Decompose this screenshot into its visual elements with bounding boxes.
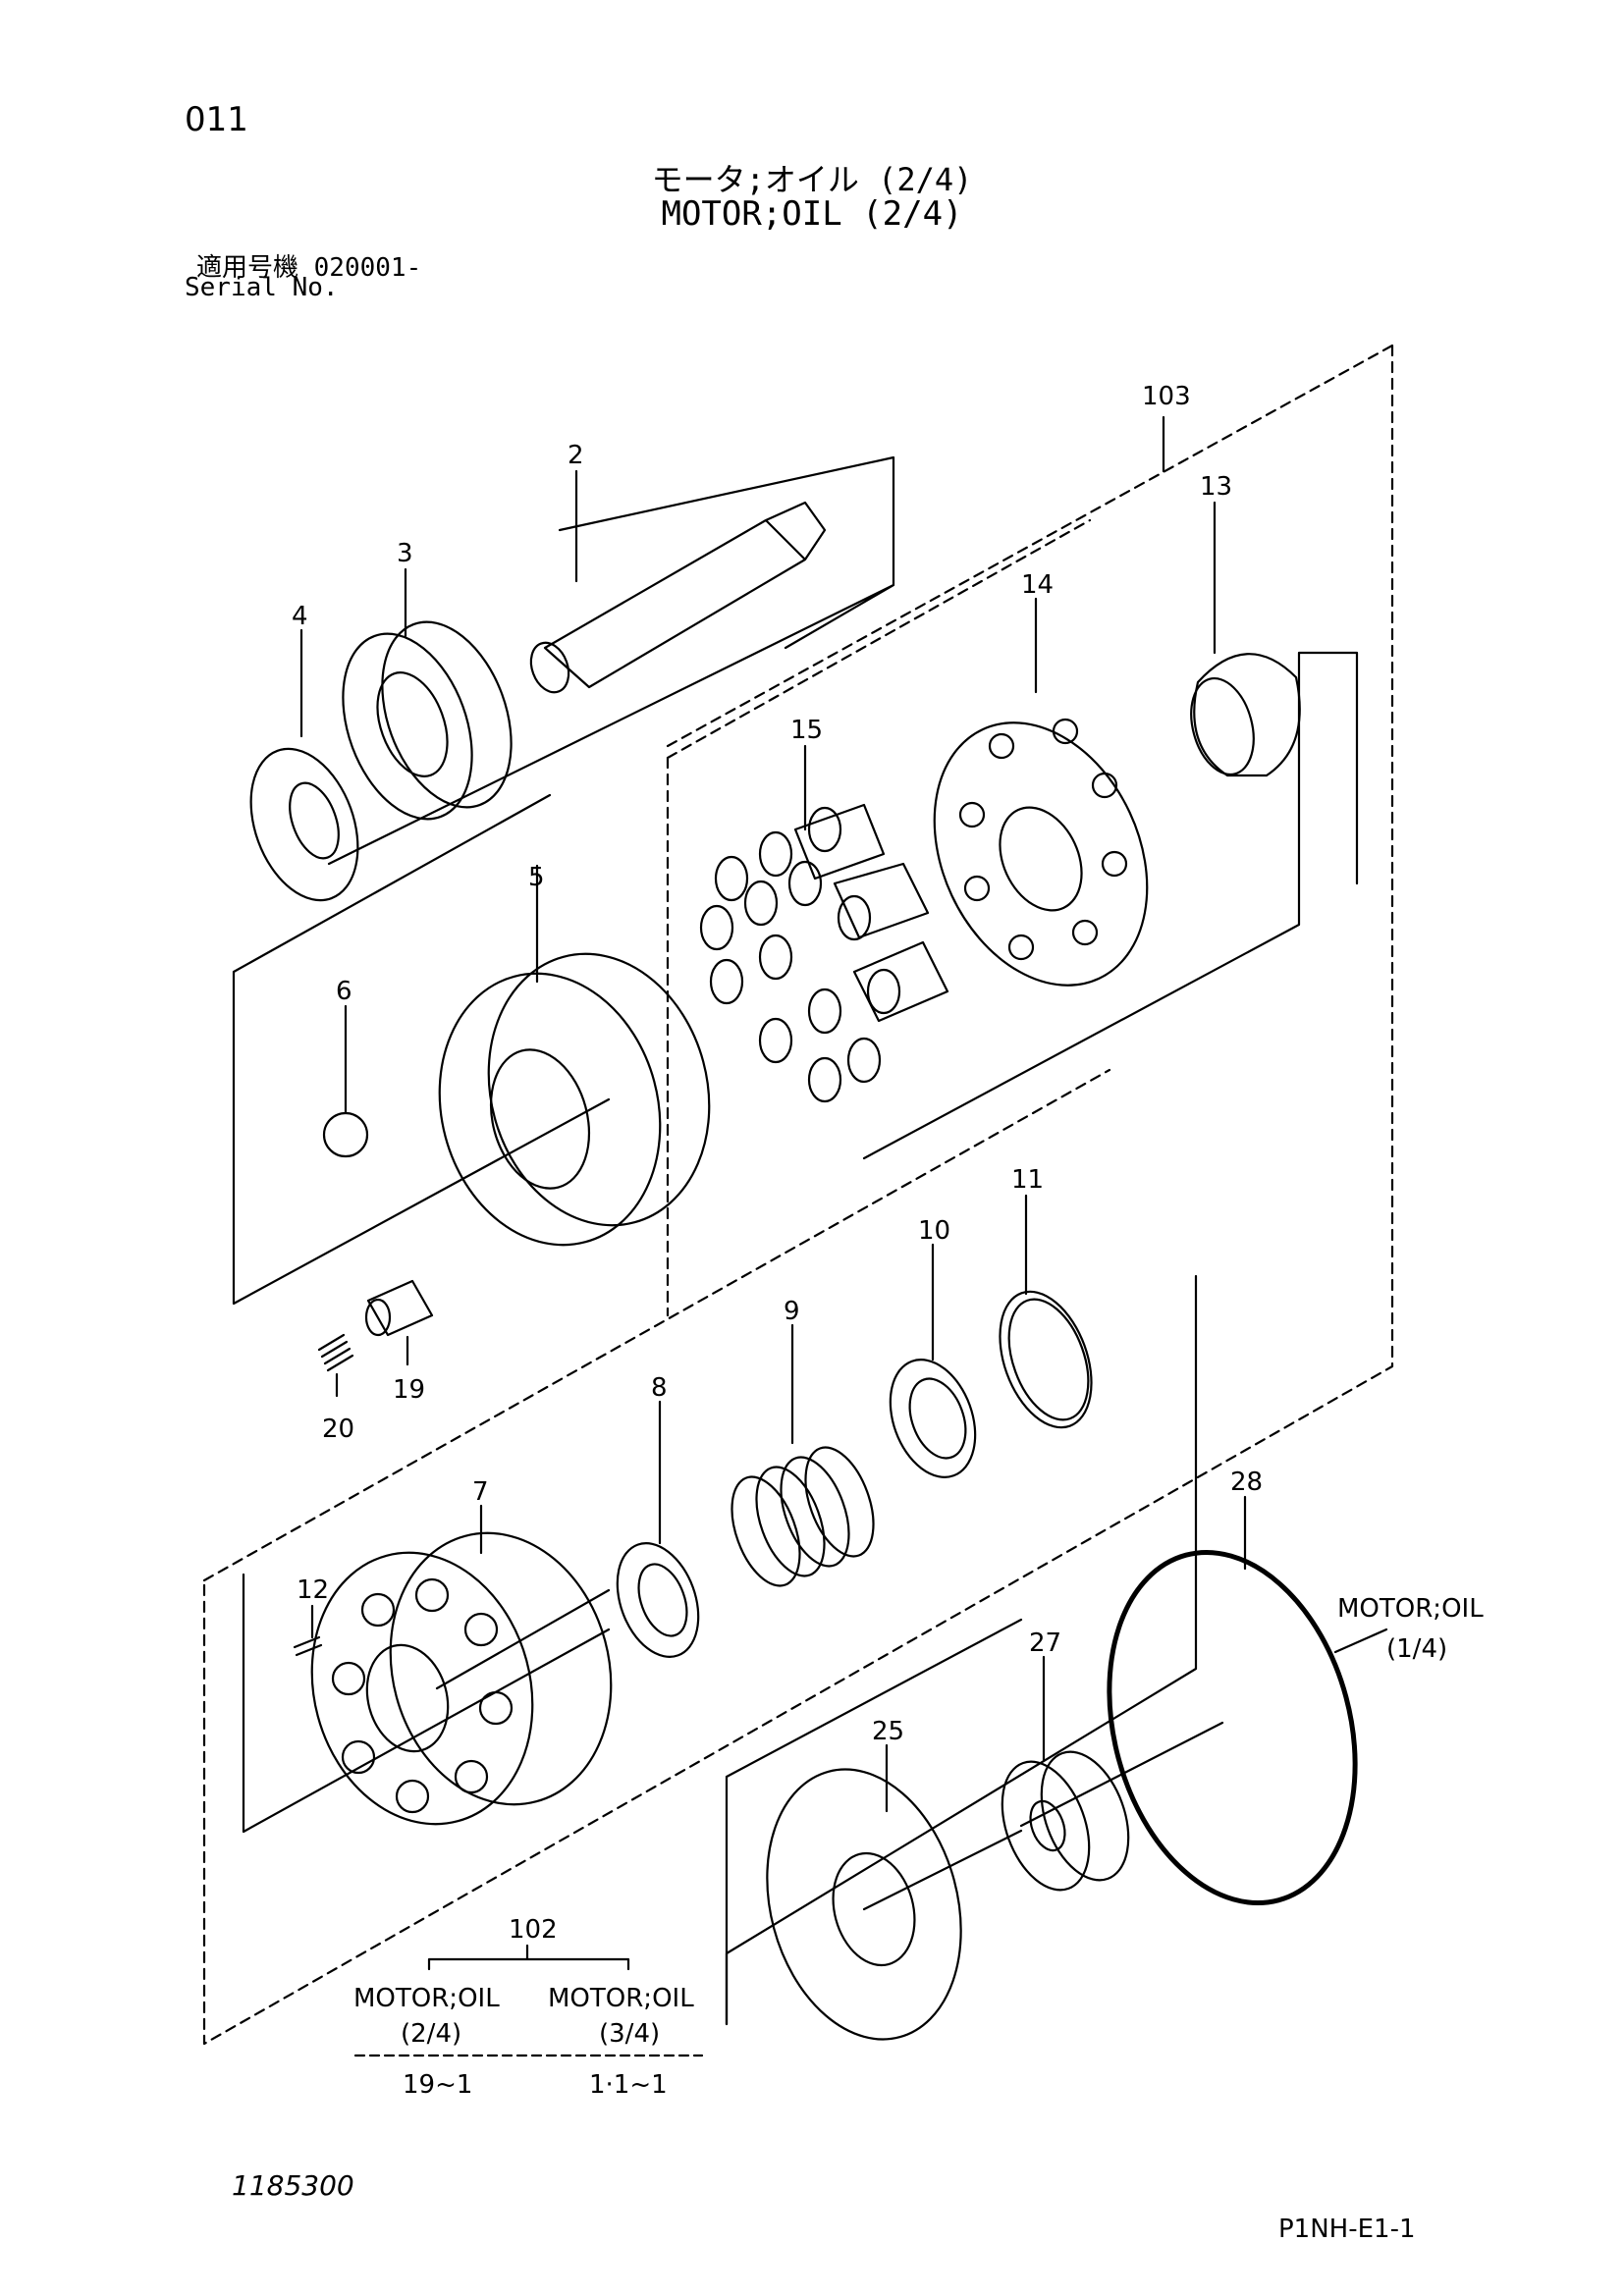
callout-6: 6 bbox=[336, 977, 352, 1006]
callout-13: 13 bbox=[1200, 472, 1232, 502]
part-8-ring-inner bbox=[637, 1563, 688, 1637]
serial-label-english: Serial No. bbox=[185, 273, 339, 302]
part-19-sleeve bbox=[366, 1279, 434, 1337]
footer-right-code: P1NH-E1-1 bbox=[1278, 2215, 1416, 2244]
legend-102-bracket bbox=[427, 1944, 630, 1971]
callout-4: 4 bbox=[292, 602, 308, 631]
part-13-retainer bbox=[1193, 653, 1301, 777]
part-15-pistons bbox=[699, 803, 949, 1103]
legend-right-title: MOTOR;OIL bbox=[548, 1984, 694, 2013]
part-20-spring bbox=[317, 1333, 354, 1372]
axis-lines bbox=[435, 1588, 1224, 1911]
part-13-retainer-face bbox=[1190, 676, 1255, 776]
part-14-plate-hole bbox=[999, 806, 1083, 912]
callout-14: 14 bbox=[1021, 570, 1054, 600]
leader-lines bbox=[299, 415, 1388, 1813]
callout-9: 9 bbox=[784, 1297, 800, 1326]
serial-label-japanese: 適用号機 020001- bbox=[196, 253, 422, 283]
part-9-spring bbox=[731, 1446, 875, 1587]
callout-27: 27 bbox=[1029, 1629, 1061, 1658]
plate-group-bracket bbox=[862, 651, 1359, 1160]
part-10-washer-inner bbox=[908, 1377, 967, 1460]
part-7-hub bbox=[365, 1643, 450, 1753]
reference-right-page: (1/4) bbox=[1386, 1634, 1447, 1664]
part-3-bearing-back bbox=[381, 620, 513, 809]
valve-plate-bracket bbox=[725, 1618, 1023, 2026]
part-6-ball bbox=[322, 1111, 369, 1158]
legend-left-subtitle: (2/4) bbox=[401, 2019, 461, 2049]
part-4-oil-seal-inner bbox=[289, 781, 340, 860]
part-12-pin bbox=[293, 1635, 323, 1657]
part-27-bearing bbox=[1001, 1760, 1091, 1892]
title-japanese: モータ;オイル (2/4) bbox=[651, 161, 973, 198]
callout-103: 103 bbox=[1142, 382, 1191, 411]
part-3-bearing bbox=[342, 632, 473, 821]
callout-20: 20 bbox=[322, 1415, 354, 1444]
part-3-bearing-inner bbox=[376, 671, 449, 777]
reference-right-title: MOTOR;OIL bbox=[1337, 1594, 1484, 1624]
callout-102: 102 bbox=[509, 1915, 558, 1945]
part-27-bearing-back bbox=[1040, 1750, 1130, 1882]
part-7-cylinder-block bbox=[310, 1551, 534, 1826]
part-11-snap-ring-inner bbox=[1007, 1298, 1090, 1421]
legend-right-subtitle: (3/4) bbox=[599, 2019, 660, 2049]
callout-15: 15 bbox=[790, 716, 823, 745]
legend-left-title: MOTOR;OIL bbox=[353, 1984, 500, 2013]
callout-5: 5 bbox=[528, 863, 545, 892]
footer-left-code: 1185300 bbox=[232, 2169, 354, 2202]
part-25-valve-plate-bore bbox=[832, 1851, 916, 1967]
legend-right-code: 1·1~1 bbox=[589, 2070, 668, 2100]
page-number: 011 bbox=[185, 100, 248, 139]
part-5-housing-bore bbox=[489, 1048, 591, 1190]
group-103-top-dash bbox=[666, 344, 1394, 748]
part-2-shaft-end bbox=[529, 641, 570, 694]
part-5-housing bbox=[438, 972, 662, 1247]
part-5-housing-back bbox=[487, 952, 711, 1227]
group-103-boundary bbox=[202, 344, 1394, 2046]
part-7-cylinder-block-back bbox=[389, 1531, 613, 1806]
callout-19: 19 bbox=[393, 1375, 425, 1405]
part-7-bores bbox=[331, 1577, 514, 1814]
title-english: MOTOR;OIL (2/4) bbox=[661, 194, 963, 234]
shaft-group-bracket bbox=[327, 455, 895, 866]
part-19-sleeve-end bbox=[364, 1298, 392, 1337]
barrel-group-bracket bbox=[232, 793, 611, 1306]
legend-left-code: 19~1 bbox=[403, 2070, 472, 2100]
callout-28: 28 bbox=[1230, 1468, 1263, 1497]
callout-2: 2 bbox=[568, 441, 584, 470]
part-14-plate bbox=[933, 721, 1149, 987]
callout-10: 10 bbox=[918, 1216, 950, 1246]
piston-group-boundary bbox=[666, 518, 1092, 1317]
callout-25: 25 bbox=[872, 1717, 904, 1746]
part-14-plate-holes bbox=[958, 718, 1128, 961]
callout-12: 12 bbox=[297, 1575, 329, 1605]
callout-7: 7 bbox=[472, 1477, 489, 1507]
part-8-ring bbox=[616, 1542, 700, 1658]
group-103-left-dash bbox=[202, 1068, 1111, 1582]
callout-11: 11 bbox=[1011, 1165, 1044, 1195]
callout-3: 3 bbox=[397, 539, 413, 568]
part-2-shaft bbox=[543, 501, 827, 689]
part-28-o-ring bbox=[1107, 1549, 1358, 1906]
part-4-oil-seal bbox=[249, 747, 359, 902]
part-10-washer bbox=[889, 1359, 977, 1478]
part-27-bearing-inner bbox=[1029, 1799, 1066, 1852]
part-11-snap-ring bbox=[999, 1290, 1093, 1429]
callout-8: 8 bbox=[651, 1373, 668, 1403]
part-25-valve-plate bbox=[766, 1768, 962, 2041]
